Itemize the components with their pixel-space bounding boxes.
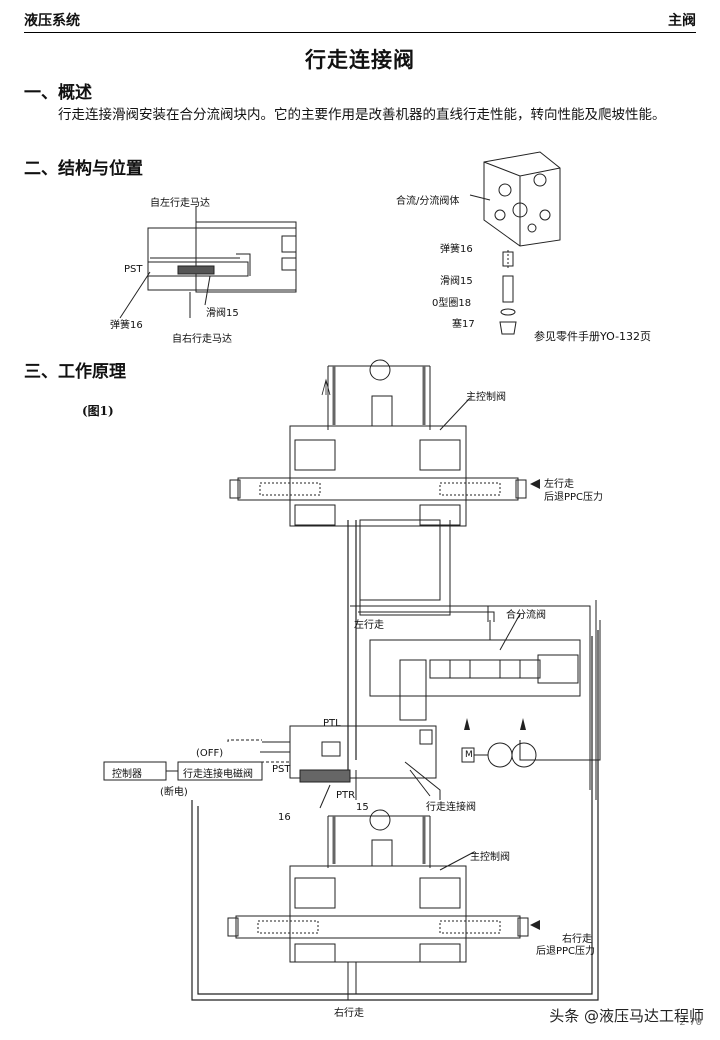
label-flow-block: 合流/分流阀体 [396,196,460,207]
label-right-travel: 右行走 [334,1008,364,1019]
main-valve-bottom-drawing [227,809,529,1000]
label-16: 16 [278,812,291,823]
overview-paragraph: 行走连接滑阀安装在合分流阀块内。它的主要作用是改善机器的直线行走性能，转向性能及… [24,104,696,126]
label-oring18: 0型圈18 [432,298,472,309]
travel-joint-valve-drawing [226,725,441,809]
label-plug17: 塞17 [452,319,475,330]
label-motor: M [465,750,473,760]
label-spool15-parts: 滑阀15 [440,276,473,287]
header-left: 液压系统 [24,13,80,29]
label-travel-joint-valve: 行走连接阀 [426,802,476,813]
header-right: 主阀 [668,13,696,29]
label-right-travel-ppc-2: 后退PPC压力 [536,946,596,957]
label-flow-valve: 合分流阀 [506,610,546,621]
exploded-parts-drawing [469,151,561,335]
section-heading-principle: 三、工作原理 [24,362,126,382]
page-header: 液压系统 主阀 [24,6,696,33]
structure-section-drawing [119,206,297,319]
label-spool15-structure: 滑阀15 [206,308,239,319]
section-heading-structure: 二、结构与位置 [24,159,143,179]
label-spring16-structure: 弹簧16 [110,320,143,331]
label-from-left-motor: 自左行走马达 [150,198,210,209]
figure-number: (图1) [82,404,114,418]
main-valve-top-drawing [229,359,527,616]
label-left-travel: 左行走 [354,620,384,631]
label-parts-reference: 参见零件手册YO-132页 [534,330,652,343]
label-power-off: (断电) [160,787,188,798]
label-off: (OFF) [196,748,224,759]
label-from-right-motor: 自右行走马达 [172,334,232,345]
label-ptl: PTL [323,718,341,729]
label-pst-diagram: PST [272,764,291,775]
label-right-travel-ppc: 右行走 [562,934,592,945]
label-left-travel-ppc: 左行走 [544,479,574,490]
label-pst-structure: PST [124,264,143,275]
flow-valve-drawing [369,600,601,800]
label-ptr: PTR [336,790,356,801]
section-heading-overview: 一、概述 [24,83,92,103]
label-solenoid-valve: 行走连接电磁阀 [183,769,253,780]
label-main-valve-bottom: 主控制阀 [470,852,510,863]
label-spring16-parts: 弹簧16 [440,244,473,255]
watermark: 头条 @液压马达工程师 [549,1007,704,1025]
overview-text: 行走连接滑阀安装在合分流阀块内。它的主要作用是改善机器的直线行走性能，转向性能及… [58,107,666,123]
page-title: 行走连接阀 [305,48,415,72]
label-15: 15 [356,802,369,813]
label-controller: 控制器 [112,769,142,780]
page-number: 2-70 [679,1017,702,1028]
label-left-travel-ppc-2: 后退PPC压力 [544,492,604,503]
label-main-valve-top: 主控制阀 [466,392,506,403]
